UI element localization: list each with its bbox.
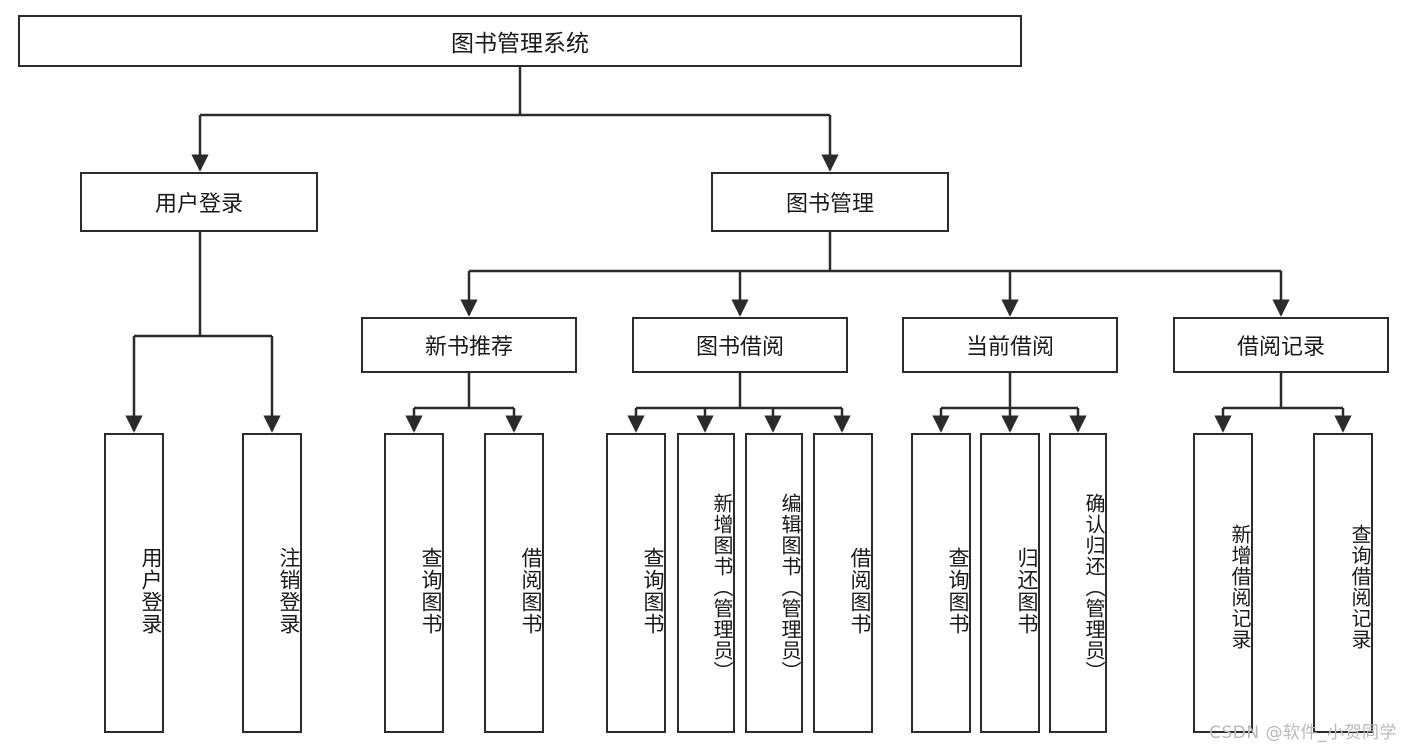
node-borrow-record[interactable]: 借阅记录 bbox=[1173, 317, 1389, 373]
node-label: 图书管理系统 bbox=[451, 31, 589, 57]
node-leaf-confirm-return[interactable]: 确认归还（管理员） bbox=[1049, 433, 1107, 733]
node-label: 注销登录 bbox=[277, 547, 301, 635]
node-leaf-logout-login[interactable]: 注销登录 bbox=[242, 433, 302, 733]
node-leaf-query-book-2[interactable]: 查询图书 bbox=[606, 433, 666, 733]
node-label: 用户登录 bbox=[139, 547, 163, 635]
node-label: 当前借阅 bbox=[965, 335, 1054, 360]
node-label: 借阅图书 bbox=[519, 547, 543, 635]
node-root-book-management-system[interactable]: 图书管理系统 bbox=[18, 15, 1022, 67]
node-new-book-recommend[interactable]: 新书推荐 bbox=[361, 317, 577, 373]
node-label: 新增图书（管理员） bbox=[710, 492, 734, 682]
node-label: 用户登录 bbox=[154, 192, 243, 217]
node-leaf-add-record[interactable]: 新增借阅记录 bbox=[1193, 433, 1253, 733]
node-label: 查询图书 bbox=[946, 547, 970, 635]
node-user-login[interactable]: 用户登录 bbox=[80, 172, 318, 232]
node-current-borrow[interactable]: 当前借阅 bbox=[902, 317, 1118, 373]
node-label: 查询图书 bbox=[641, 547, 665, 635]
node-label: 图书借阅 bbox=[695, 335, 784, 360]
node-label: 新增借阅记录 bbox=[1228, 524, 1252, 650]
node-leaf-user-login[interactable]: 用户登录 bbox=[104, 433, 164, 733]
node-book-borrow[interactable]: 图书借阅 bbox=[632, 317, 848, 373]
node-leaf-borrow-book-2[interactable]: 借阅图书 bbox=[813, 433, 873, 733]
node-label: 查询图书 bbox=[419, 547, 443, 635]
node-leaf-add-book[interactable]: 新增图书（管理员） bbox=[677, 433, 735, 733]
node-label: 借阅图书 bbox=[848, 547, 872, 635]
watermark-text: CSDN @软件_小贺同学 bbox=[1209, 723, 1397, 743]
node-label: 借阅记录 bbox=[1236, 335, 1325, 360]
node-label: 编辑图书（管理员） bbox=[778, 492, 802, 682]
node-label: 查询借阅记录 bbox=[1348, 524, 1372, 650]
node-label: 归还图书 bbox=[1015, 547, 1039, 635]
node-leaf-query-book-1[interactable]: 查询图书 bbox=[384, 433, 444, 733]
node-leaf-query-record[interactable]: 查询借阅记录 bbox=[1313, 433, 1373, 733]
node-leaf-edit-book[interactable]: 编辑图书（管理员） bbox=[745, 433, 803, 733]
node-label: 图书管理 bbox=[785, 192, 874, 217]
node-leaf-borrow-book-1[interactable]: 借阅图书 bbox=[484, 433, 544, 733]
node-leaf-return-book[interactable]: 归还图书 bbox=[980, 433, 1040, 733]
node-label: 确认归还（管理员） bbox=[1082, 492, 1106, 682]
node-leaf-query-book-3[interactable]: 查询图书 bbox=[911, 433, 971, 733]
node-book-management[interactable]: 图书管理 bbox=[711, 172, 949, 232]
node-label: 新书推荐 bbox=[424, 335, 513, 360]
